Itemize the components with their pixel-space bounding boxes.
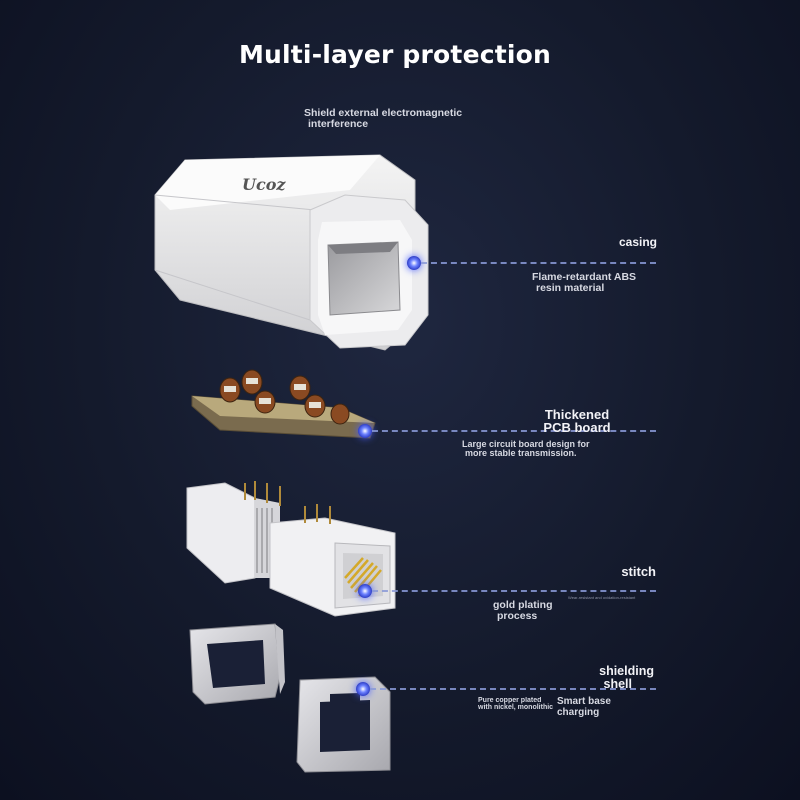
shield-desc-right: Smart base charging (557, 696, 611, 718)
casing-heading: casing (560, 236, 657, 248)
pcb-desc-line-1: Large circuit board design for (462, 439, 590, 449)
shield-desc-left-line-1: Pure copper plated (478, 697, 542, 704)
shield-desc-right-line-1: Smart base (557, 696, 611, 707)
shield-desc-left-line-2: with nickel, monolithic (478, 704, 554, 712)
stitch-fine-print: Wear-resistant and oxidation-resistant (568, 595, 636, 600)
pcb-heading-line-1: Thickened (544, 407, 610, 422)
intro-note-line-1: Shield external electromagnetic (304, 107, 463, 119)
stitch-heading: stitch (560, 565, 656, 578)
shield-heading: shielding shell (560, 665, 654, 690)
stitch-heading-text: stitch (621, 564, 656, 579)
casing-marker (407, 256, 421, 270)
shield-marker (356, 682, 370, 696)
pcb-leader-line (372, 430, 656, 432)
casing-desc-line-2: resin material (536, 282, 605, 295)
brand-logo-text: Ucoz (242, 175, 286, 194)
page-title: Multi-layer protection (238, 40, 552, 69)
pcb-heading: Thickened PCB board (520, 408, 634, 434)
pcb-marker (358, 424, 372, 438)
stitch-leader-line (372, 590, 656, 592)
shield-desc-right-line-2: charging (557, 706, 600, 718)
shield-heading-line-1: shielding (599, 664, 654, 678)
pcb-heading-line-2: PCB board (543, 420, 611, 435)
shielding-illustration (189, 623, 391, 773)
stitch-illustration (186, 481, 396, 617)
casing-desc-line-1: Flame-retardant ABS (532, 271, 637, 283)
stitch-desc: gold plating process (493, 599, 553, 623)
pcb-desc-line-2: more stable transmission. (465, 448, 577, 459)
intro-note-line-2: interference (308, 118, 369, 131)
shield-desc-left: Pure copper plated with nickel, monolith… (478, 697, 563, 712)
stitch-marker (358, 584, 372, 598)
pcb-desc: Large circuit board design for more stab… (462, 439, 590, 459)
casing-illustration: Ucoz (154, 154, 429, 351)
pcb-illustration (191, 369, 376, 439)
shield-heading-line-2: shell (603, 676, 633, 691)
casing-desc: Flame-retardant ABS resin material (532, 271, 637, 295)
shield-leader-line (370, 688, 656, 690)
intro-note: Shield external electromagnetic interfer… (304, 107, 463, 131)
stitch-desc-line-2: process (497, 610, 538, 623)
stitch-desc-line-1: gold plating (493, 599, 553, 611)
casing-leader-line (421, 262, 656, 264)
brand-logo: Ucoz (242, 175, 286, 194)
casing-heading-text: casing (618, 235, 657, 249)
